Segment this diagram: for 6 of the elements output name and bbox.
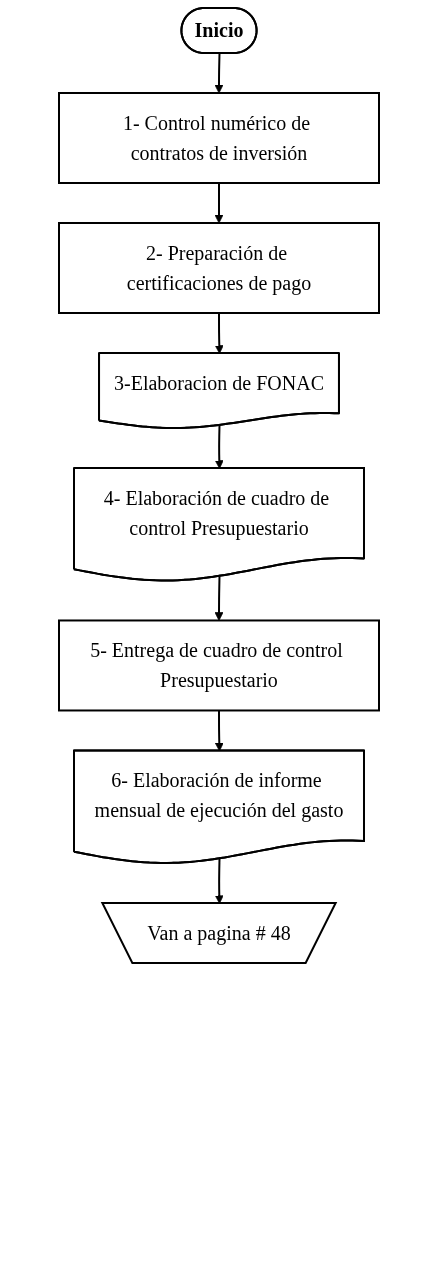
node-box: 1- Control numérico de contratos de inversión xyxy=(57,92,380,184)
node-box: 2- Preparación de certificaciones de pago xyxy=(57,222,380,314)
arrow xyxy=(214,575,223,621)
arrow xyxy=(214,182,223,224)
node-box: 5- Entrega de cuadro de control Presupuestario xyxy=(57,619,380,712)
arrow xyxy=(214,52,223,94)
